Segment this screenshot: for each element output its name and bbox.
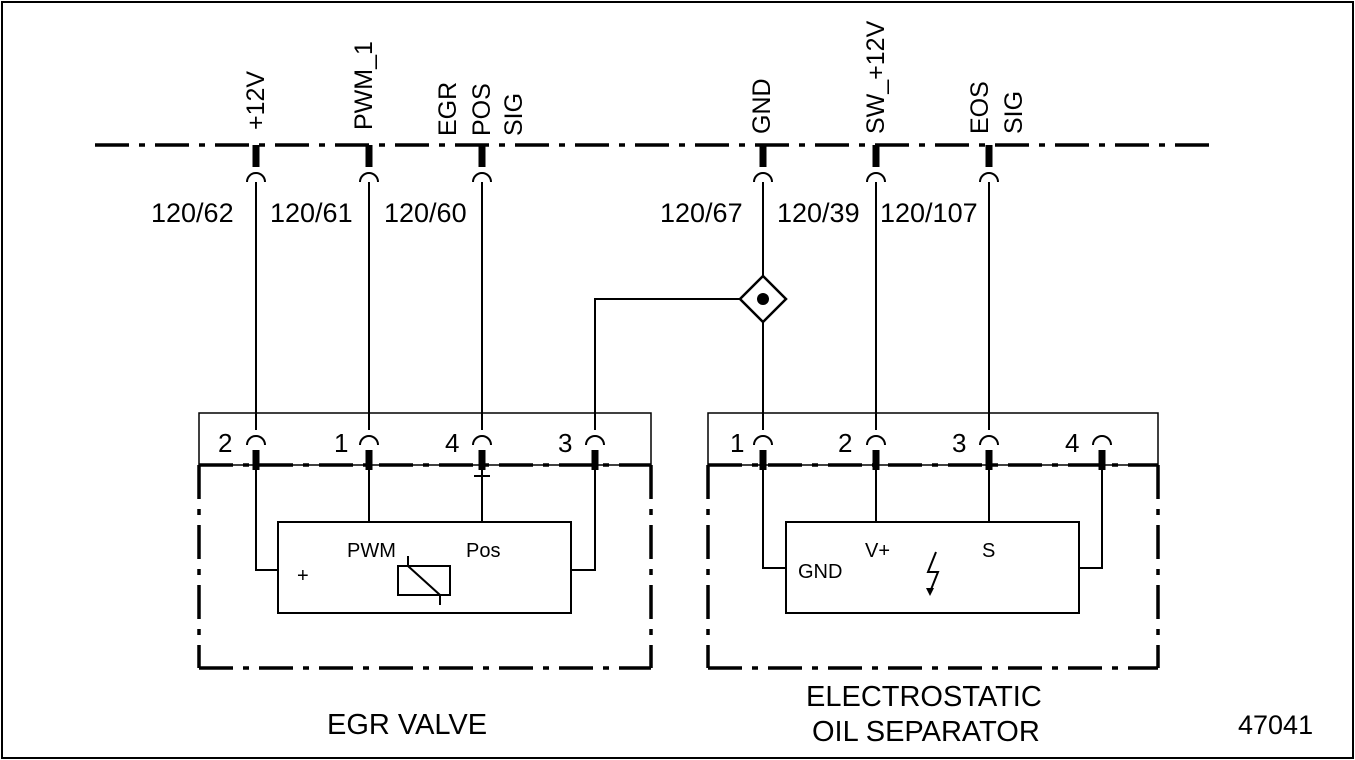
figure-number: 47041 xyxy=(1238,710,1313,740)
wire-labels: 120/62 120/61 120/60 120/67 120/39 120/1… xyxy=(151,198,978,228)
oil-separator-component-box xyxy=(785,521,1080,614)
wire-label-120-39: 120/39 xyxy=(777,198,860,228)
egr-pin-label: 2 xyxy=(218,428,232,458)
signal-label-pos: POS xyxy=(468,83,496,136)
signal-label-eos: EOS xyxy=(966,81,994,134)
wires xyxy=(255,182,990,430)
oil-separator-title-line2: OIL SEPARATOR xyxy=(812,716,1040,748)
egr-component-box xyxy=(277,521,572,614)
signal-label-sig: SIG xyxy=(500,93,528,136)
signal-label-eos-sig: SIG xyxy=(1000,91,1028,134)
egr-valve-title: EGR VALVE xyxy=(327,709,487,741)
oil-separator-pin-label: 2 xyxy=(838,428,852,458)
top-connectors xyxy=(246,145,999,183)
oil-separator-pin-label: 4 xyxy=(1065,428,1079,458)
oil-separator-pin-label: 3 xyxy=(952,428,966,458)
oil-separator-title-line1: ELECTROSTATIC xyxy=(806,681,1042,713)
wire-label-120-107: 120/107 xyxy=(880,198,978,228)
signal-labels: +12V PWM_1 EGR POS SIG GND SW_+12V EOS S… xyxy=(242,20,1028,136)
oil-separator-inner-s: S xyxy=(982,540,995,562)
signal-label-12v: +12V xyxy=(242,71,270,130)
egr-valve-module: 2 1 4 3 + PWM Pos EGR VALVE xyxy=(197,412,653,741)
signal-label-sw12v: SW_+12V xyxy=(862,20,890,134)
egr-inner-plus: + xyxy=(297,565,309,587)
egr-pin-label: 3 xyxy=(558,428,572,458)
egr-inner-pos: Pos xyxy=(466,540,500,562)
wire-label-120-62: 120/62 xyxy=(151,198,234,228)
solenoid-icon xyxy=(397,556,451,605)
signal-label-gnd: GND xyxy=(748,78,776,134)
oil-separator-pin-label: 1 xyxy=(730,428,744,458)
egr-inner-pwm: PWM xyxy=(347,540,396,562)
egr-pin-label: 1 xyxy=(334,428,348,458)
egr-pin-label: 4 xyxy=(445,428,459,458)
oil-separator-inner-vplus: V+ xyxy=(865,540,890,562)
lightning-bolt-icon xyxy=(926,551,940,596)
signal-label-pwm: PWM_1 xyxy=(350,41,378,130)
egr-connector-housing xyxy=(198,412,652,466)
signal-label-egr: EGR xyxy=(434,82,462,136)
ground-splice-icon xyxy=(738,274,788,324)
oil-separator-module: 1 2 3 4 GND V+ S ELECTROSTATIC OIL SEPAR… xyxy=(706,412,1160,748)
wire-label-120-61: 120/61 xyxy=(270,198,353,228)
oil-separator-inner-gnd: GND xyxy=(798,561,842,583)
oil-separator-connector-housing xyxy=(707,412,1159,466)
wire-label-120-67: 120/67 xyxy=(660,198,743,228)
wire-label-120-60: 120/60 xyxy=(384,198,467,228)
